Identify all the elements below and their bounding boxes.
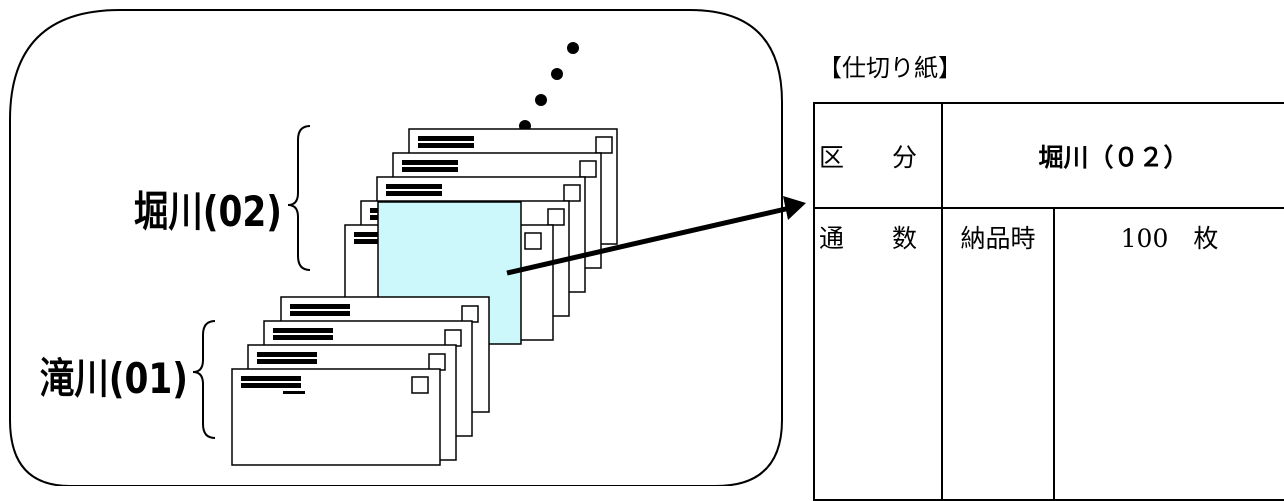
takikawa-brace (192, 320, 216, 439)
group-label-horikawa: 堀川(02) (134, 187, 282, 236)
divider-sheet-caption: 【仕切り紙】 (818, 54, 962, 82)
pointer-arrow-line (506, 205, 791, 276)
group-label-takikawa: 滝川(01) (40, 354, 188, 403)
tsuusuu-label: 通 数 (813, 207, 943, 501)
divider-sheet-table: 区 分 堀川（０２） 通 数 納品時 100 枚 (813, 102, 1284, 501)
horikawa-brace (287, 125, 311, 271)
nouhin-label: 納品時 (941, 207, 1055, 501)
rounded-frame (9, 9, 783, 486)
pointer-arrow-head (783, 196, 806, 220)
count-value: 100 枚 (1053, 207, 1284, 501)
horikawa-envelope-stack (344, 128, 618, 345)
group-name: 堀川（０２） (941, 102, 1284, 209)
kubun-label: 区 分 (813, 102, 943, 209)
envelope (231, 368, 441, 466)
takikawa-envelope-stack (231, 296, 490, 466)
continuation-dots (519, 42, 579, 132)
